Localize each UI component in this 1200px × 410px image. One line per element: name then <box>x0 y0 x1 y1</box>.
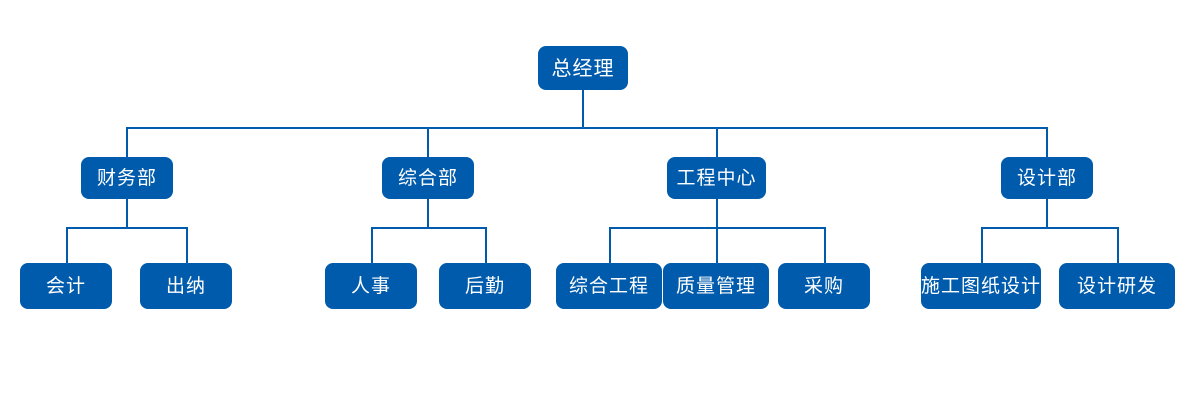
connector-drop-finance <box>126 127 128 159</box>
connector-engineering-child-1 <box>609 227 611 263</box>
connector-finance-bus <box>66 227 188 229</box>
node-construction-drawing-design[interactable]: 施工图纸设计 <box>921 263 1041 309</box>
connector-general-bus <box>371 227 487 229</box>
node-general-affairs-department[interactable]: 综合部 <box>382 157 474 199</box>
node-procurement[interactable]: 采购 <box>778 263 870 309</box>
connector-root-stem <box>582 90 584 128</box>
connector-finance-child-2 <box>186 227 188 263</box>
connector-drop-design <box>1046 127 1048 159</box>
node-comprehensive-engineering[interactable]: 综合工程 <box>556 263 662 309</box>
connector-drop-general <box>427 127 429 159</box>
connector-finance-stem <box>126 199 128 228</box>
connector-general-child-1 <box>371 227 373 263</box>
connector-design-bus <box>981 227 1119 229</box>
connector-level1-bus <box>126 127 1047 129</box>
node-engineering-center[interactable]: 工程中心 <box>667 157 766 199</box>
connector-engineering-child-2 <box>716 227 718 263</box>
node-human-resources[interactable]: 人事 <box>325 263 417 309</box>
connector-finance-child-1 <box>66 227 68 263</box>
node-finance-department[interactable]: 财务部 <box>81 157 173 199</box>
connector-engineering-stem <box>716 199 718 228</box>
connector-general-stem <box>427 199 429 228</box>
connector-design-stem <box>1046 199 1048 228</box>
connector-design-child-1 <box>981 227 983 263</box>
node-accounting[interactable]: 会计 <box>20 263 112 309</box>
node-design-department[interactable]: 设计部 <box>1001 157 1093 199</box>
node-design-research-development[interactable]: 设计研发 <box>1059 263 1175 309</box>
node-quality-management[interactable]: 质量管理 <box>663 263 769 309</box>
connector-general-child-2 <box>485 227 487 263</box>
node-general-manager[interactable]: 总经理 <box>538 46 628 90</box>
connector-engineering-child-3 <box>824 227 826 263</box>
connector-design-child-2 <box>1117 227 1119 263</box>
connector-drop-engineering <box>716 127 718 159</box>
node-cashier[interactable]: 出纳 <box>140 263 232 309</box>
node-logistics[interactable]: 后勤 <box>439 263 531 309</box>
